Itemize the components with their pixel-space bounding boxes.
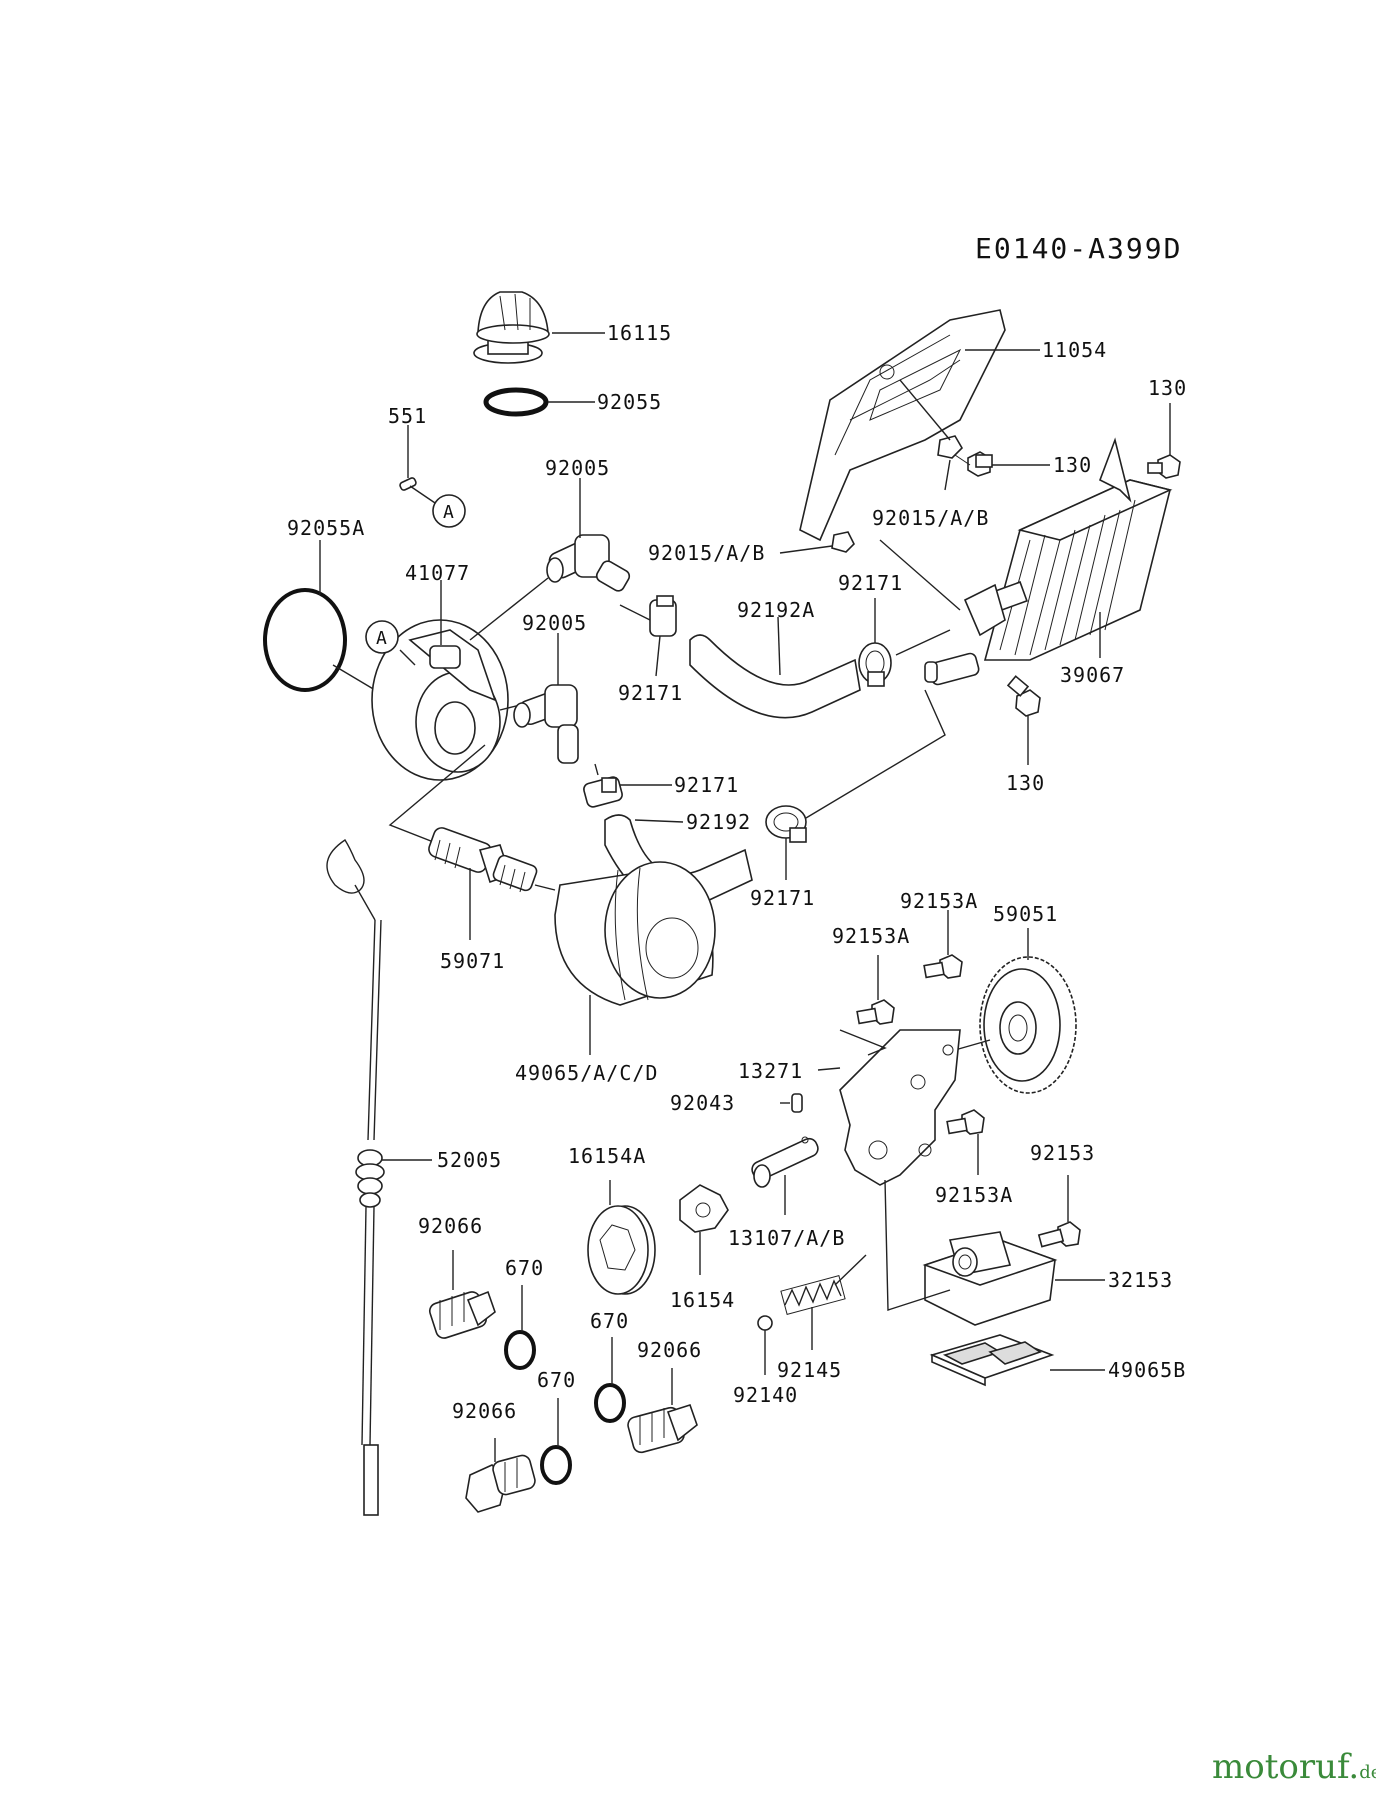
filter-nipple-59071 [428,827,538,893]
label-16154a: 16154A [568,1144,646,1168]
bolt-92153a-right [946,1109,985,1135]
hose-clamp-92171-d [765,805,807,843]
oil-filter-mount [371,619,509,781]
o-ring-670-c [540,1445,572,1485]
svg-text:motoruf.de: motoruf.de [1212,1747,1376,1787]
oil-filler-cap [473,291,550,364]
label-92066-b: 92066 [637,1338,702,1362]
label-92055: 92055 [597,390,662,414]
label-92153a-top: 92153A [900,889,978,913]
label-92153a-right: 92153A [935,1183,1013,1207]
label-670-c: 670 [537,1368,576,1392]
flange-nut-92015-lower [831,531,855,553]
o-ring-670-a [504,1330,536,1370]
label-41077: 41077 [405,561,470,585]
oil-strainer-49065b [929,1334,1055,1387]
label-49065: 49065/A/C/D [515,1061,658,1085]
label-92171-d: 92171 [750,886,815,910]
label-11054: 11054 [1042,338,1107,362]
cooler-nipple-lower [924,652,980,686]
label-13271: 13271 [738,1059,803,1083]
label-16154: 16154 [670,1288,735,1312]
label-32153: 32153 [1108,1268,1173,1292]
drain-plug-92066-b [627,1404,698,1454]
label-92055a: 92055A [287,516,365,540]
oil-pump-cover-13271 [839,1029,961,1186]
label-92153a-mid: 92153A [832,924,910,948]
label-92043: 92043 [670,1091,735,1115]
oil-filter [554,861,716,1006]
label-92015-upper: 92015/A/B [872,506,989,530]
elbow-fitting-92005-upper [546,534,631,592]
pin-551 [399,477,417,491]
oil-cooler [963,437,1173,661]
label-49065b: 49065B [1108,1358,1186,1382]
bolt-92153a-top [923,954,963,979]
label-670-b: 670 [590,1309,629,1333]
oil-hose-92192a [689,634,861,719]
label-130-upper: 130 [1053,453,1092,477]
label-92066-a: 92066 [418,1214,483,1238]
watermark-main: motoruf [1212,1747,1352,1787]
label-92192a: 92192A [737,598,815,622]
o-ring-92055 [483,387,549,417]
pin-92043 [791,1093,803,1113]
label-92140: 92140 [733,1383,798,1407]
bolt-92153 [1037,1221,1081,1248]
pump-shaft-13107 [751,1136,819,1188]
hose-clamp-92171-c [583,776,623,808]
label-92066-c: 92066 [452,1399,517,1423]
label-52005: 52005 [437,1148,502,1172]
relief-valve-32153 [922,1231,1058,1326]
label-92005-upper: 92005 [545,456,610,480]
drain-plug-92066-c [465,1454,536,1513]
label-39067: 39067 [1060,663,1125,687]
flange-nut-92015-upper [937,435,964,459]
oil-cooler-bracket [799,309,1006,542]
label-59071: 59071 [440,949,505,973]
ref-mark-a-upper-text: A [443,502,454,523]
dipstick [326,839,385,1516]
diagram-code: E0140-A399D [975,232,1182,265]
relief-ball-92140 [757,1315,773,1331]
label-551: 551 [388,404,427,428]
label-670-a: 670 [505,1256,544,1280]
o-ring-670-b [594,1383,626,1423]
ref-mark-a-lower-text: A [376,628,387,649]
label-92145: 92145 [777,1358,842,1382]
pump-gear-59051 [979,956,1077,1094]
watermark-logo: motoruf.de [1212,1747,1376,1787]
relief-spring-92145 [780,1275,846,1315]
label-92171-b: 92171 [838,571,903,595]
label-130-right: 130 [1148,376,1187,400]
label-130-lower: 130 [1006,771,1045,795]
label-13107: 13107/A/B [728,1226,845,1250]
inner-rotor-16154 [679,1184,729,1233]
label-59051: 59051 [993,902,1058,926]
watermark-dot: . [1348,1747,1359,1787]
label-92171-a: 92171 [618,681,683,705]
bolt-130-lower [1006,675,1041,717]
label-92171-c: 92171 [674,773,739,797]
label-16115: 16115 [607,321,672,345]
drain-plug-92066-a [428,1290,496,1339]
label-92015-lower: 92015/A/B [648,541,765,565]
watermark-suffix: de [1359,1762,1376,1783]
label-92153: 92153 [1030,1141,1095,1165]
bolt-92153a-mid [856,999,895,1025]
ref-mark-a-lower [365,620,399,654]
hose-clamp-92171-a [649,595,677,637]
outer-rotor-16154a [587,1205,656,1295]
bolt-130-upper [954,451,993,477]
elbow-fitting-92005-lower [513,684,579,764]
label-92192: 92192 [686,810,751,834]
hose-clamp-92171-b [858,642,892,687]
label-92005-lower: 92005 [522,611,587,635]
o-ring-92055a [263,588,347,692]
ref-mark-a-upper [432,494,466,528]
bolt-130-right [1147,454,1181,479]
